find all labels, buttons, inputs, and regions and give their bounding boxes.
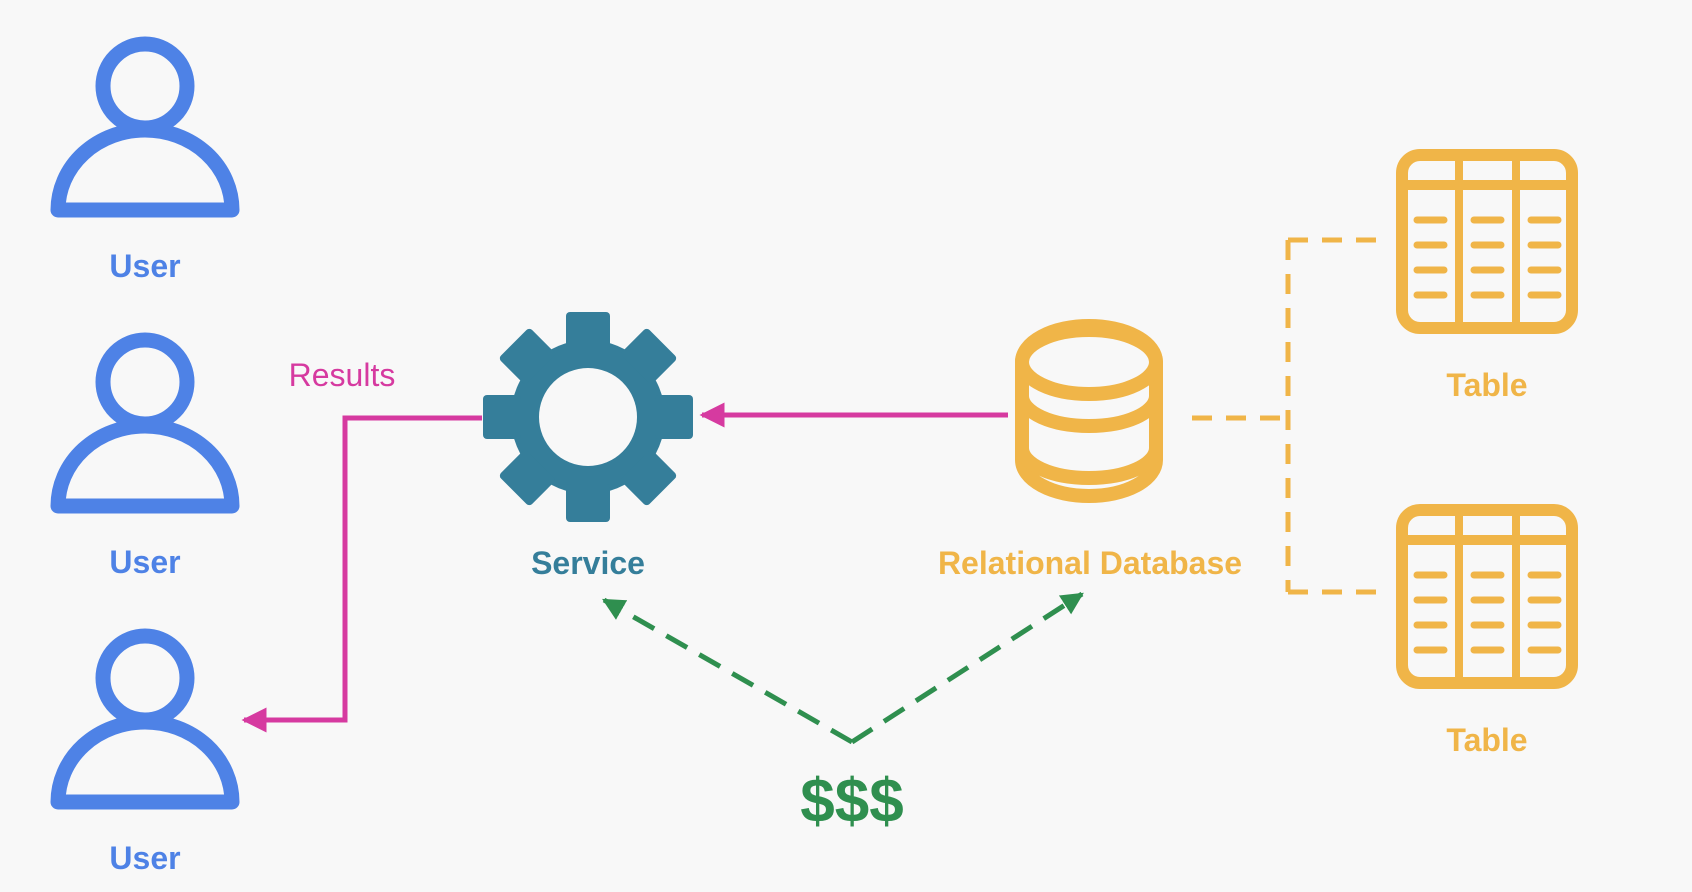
user-node-2: User	[50, 332, 240, 580]
table-label: Table	[1446, 722, 1527, 758]
service-label: Service	[531, 545, 645, 581]
cost-to-database-arrow	[850, 591, 1084, 745]
user-icon	[50, 628, 240, 810]
table-node-2: Table	[1396, 504, 1578, 758]
database-icon	[1015, 319, 1163, 503]
table-icon	[1396, 149, 1578, 334]
table-icon	[1396, 504, 1578, 689]
service-node: Service	[483, 312, 693, 581]
cost-arrows	[602, 591, 1084, 745]
results-arrow	[241, 415, 482, 733]
database-table-connector	[1192, 237, 1385, 595]
user-icon	[50, 332, 240, 514]
user-label: User	[109, 544, 180, 580]
table-node-1: Table	[1396, 149, 1578, 403]
database-node: Relational Database	[938, 319, 1242, 581]
table-label: Table	[1446, 367, 1527, 403]
user-icon	[50, 36, 240, 218]
user-label: User	[109, 248, 180, 284]
database-label: Relational Database	[938, 545, 1242, 581]
user-node-3: User	[50, 628, 240, 876]
user-label: User	[109, 840, 180, 876]
cost-to-service-arrow	[602, 597, 854, 745]
results-label: Results	[289, 357, 396, 393]
cost-label: $$$	[800, 767, 903, 836]
user-node-1: User	[50, 36, 240, 284]
gear-icon	[483, 312, 693, 522]
